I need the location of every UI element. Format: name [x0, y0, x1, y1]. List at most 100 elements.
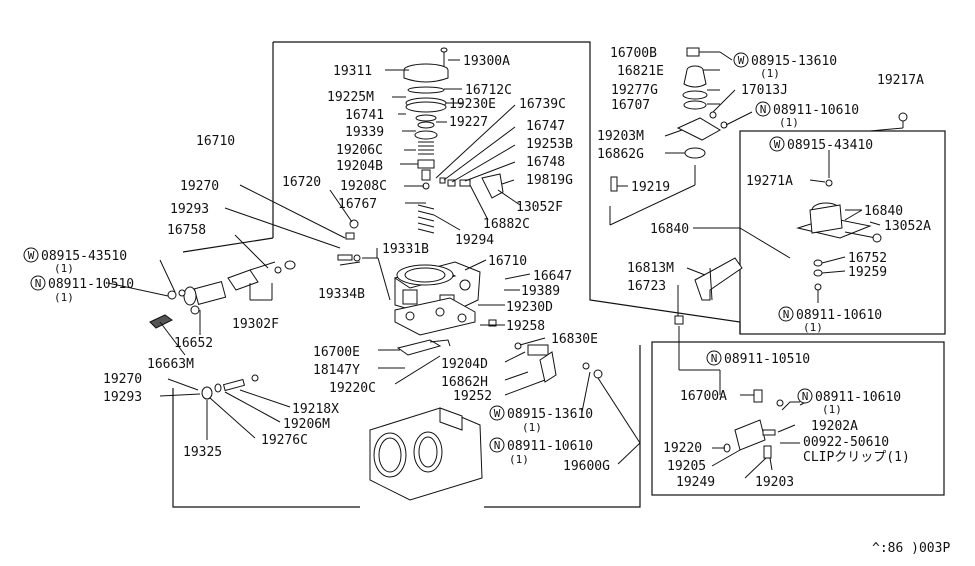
- label-19253b: 19253B: [526, 137, 573, 152]
- label-19293-bottom: 19293: [103, 390, 142, 405]
- label-19300a: 19300A: [463, 54, 510, 69]
- label-clip: CLIPクリップ(1): [803, 450, 910, 465]
- label-19217a: 19217A: [877, 73, 924, 88]
- label-19389: 19389: [521, 284, 560, 299]
- label-08915-13610-center: 08915-13610: [507, 407, 593, 422]
- label-00922-50610: 00922-50610: [803, 435, 889, 450]
- label-16830e: 16830E: [551, 332, 598, 347]
- label-16652: 16652: [174, 336, 213, 351]
- label-19225m: 19225M: [327, 90, 374, 105]
- label-08911-10610-box: 08911-10610: [796, 308, 882, 323]
- label-19203m: 19203M: [597, 129, 644, 144]
- part-labels: 16710 19300A 19311 16712C 19225M 19230E …: [103, 46, 931, 490]
- label-19230e: 19230E: [449, 97, 496, 112]
- label-16720: 16720: [282, 175, 321, 190]
- label-19270-bottom: 19270: [103, 372, 142, 387]
- label-08911-10610-lower: 08911-10610: [815, 390, 901, 405]
- label-16882c: 16882C: [483, 217, 530, 232]
- svg-text:(1): (1): [779, 116, 799, 129]
- label-16700e: 16700E: [313, 345, 360, 360]
- n-marker: [706, 350, 722, 366]
- svg-text:W: W: [28, 249, 35, 262]
- label-19325: 19325: [183, 445, 222, 460]
- dashpot-parts: [488, 319, 603, 383]
- label-16813m: 16813M: [627, 261, 674, 276]
- label-13052a: 13052A: [884, 219, 931, 234]
- n-marker: [489, 437, 505, 453]
- svg-text:N: N: [494, 439, 501, 452]
- label-19208c: 19208C: [340, 179, 387, 194]
- throttle-body: [369, 407, 483, 501]
- idle-screw-parts: [201, 374, 259, 400]
- n-marker: [778, 306, 794, 322]
- label-19204d: 19204D: [441, 357, 488, 372]
- label-19205: 19205: [667, 459, 706, 474]
- label-16700a: 16700A: [680, 389, 727, 404]
- label-08911-10610-top: 08911-10610: [773, 103, 859, 118]
- label-19218x: 19218X: [292, 402, 339, 417]
- svg-text:(1): (1): [509, 453, 529, 466]
- label-08911-10510-lower: 08911-10510: [724, 352, 810, 367]
- label-08911-10510-left: 08911-10510: [48, 277, 134, 292]
- label-16739c: 16739C: [519, 97, 566, 112]
- bracket-16813m: [674, 257, 743, 325]
- svg-text:(1): (1): [760, 67, 780, 80]
- diaphragm-stack: [403, 47, 504, 234]
- label-19220c: 19220C: [329, 381, 376, 396]
- label-19227: 19227: [449, 115, 488, 130]
- label-19206c: 19206C: [336, 143, 383, 158]
- label-16707: 16707: [611, 98, 650, 113]
- w-marker: [23, 247, 39, 263]
- svg-text:W: W: [494, 407, 501, 420]
- small-fittings-left: [337, 219, 361, 262]
- label-19293-top: 19293: [170, 202, 209, 217]
- svg-text:(1): (1): [822, 403, 842, 416]
- label-19219: 19219: [631, 180, 670, 195]
- svg-text:(1): (1): [522, 421, 542, 434]
- label-16747: 16747: [526, 119, 565, 134]
- svg-text:(1): (1): [803, 321, 823, 334]
- label-19311: 19311: [333, 64, 372, 79]
- label-19220: 19220: [663, 441, 702, 456]
- label-16712c: 16712C: [465, 83, 512, 98]
- label-16862h: 16862H: [441, 375, 488, 390]
- label-19334b: 19334B: [318, 287, 365, 302]
- label-18147y: 18147Y: [313, 363, 360, 378]
- w-marker: [489, 405, 505, 421]
- w-marker: [769, 136, 785, 152]
- label-19259: 19259: [848, 265, 887, 280]
- svg-text:N: N: [711, 352, 718, 365]
- label-08911-10610-center: 08911-10610: [507, 439, 593, 454]
- label-16663m: 16663M: [147, 357, 194, 372]
- label-19258: 19258: [506, 319, 545, 334]
- float-piece: [396, 339, 451, 356]
- svg-text:N: N: [35, 277, 42, 290]
- label-19294: 19294: [455, 233, 494, 248]
- label-19819g: 19819G: [526, 173, 573, 188]
- label-19600g: 19600G: [563, 459, 610, 474]
- label-16647: 16647: [533, 269, 572, 284]
- lower-box-parts: [723, 389, 800, 459]
- svg-text:N: N: [760, 103, 767, 116]
- label-16840: 16840: [650, 222, 689, 237]
- svg-text:N: N: [783, 308, 790, 321]
- fuel-cut-solenoid: [149, 260, 296, 329]
- label-16741: 16741: [345, 108, 384, 123]
- label-19302f: 19302F: [232, 317, 279, 332]
- leader-lines: [107, 51, 904, 479]
- reference-code: ^:86 )003P: [872, 541, 950, 556]
- svg-text:N: N: [802, 390, 809, 403]
- label-19249: 19249: [676, 475, 715, 490]
- label-08915-43410: 08915-43410: [787, 138, 873, 153]
- n-marker: [30, 275, 46, 291]
- label-16723: 16723: [627, 279, 666, 294]
- right-box-upper: [739, 130, 946, 335]
- label-16767: 16767: [338, 197, 377, 212]
- label-19339: 19339: [345, 125, 384, 140]
- right-box-lower: [651, 341, 945, 496]
- svg-text:W: W: [738, 54, 745, 67]
- label-16758: 16758: [167, 223, 206, 238]
- label-08915-43510: 08915-43510: [41, 249, 127, 264]
- label-17013j: 17013J: [741, 83, 788, 98]
- label-19271a: 19271A: [746, 174, 793, 189]
